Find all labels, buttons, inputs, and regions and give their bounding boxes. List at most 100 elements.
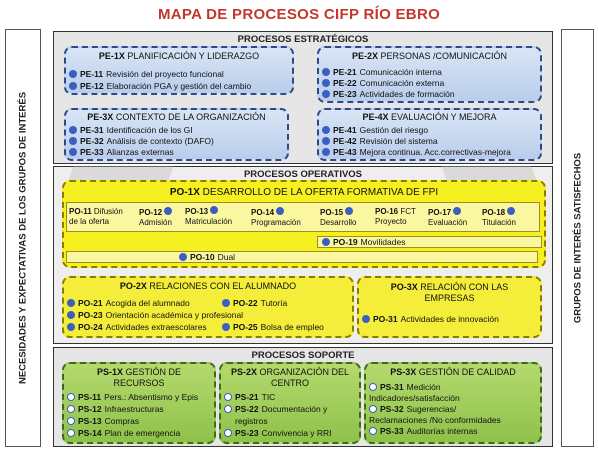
process-icon: [222, 299, 230, 307]
section-title: PROCESOS SOPORTE: [251, 350, 355, 361]
process-icon: [224, 405, 232, 413]
process-item-continued: registros: [235, 416, 268, 426]
process-icon: [322, 238, 330, 246]
section-title: PROCESOS OPERATIVOS: [243, 169, 363, 180]
process-icon: [69, 148, 77, 156]
process-icon: [69, 137, 77, 145]
process-icon: [69, 126, 77, 134]
right-side-panel: GRUPOS DE INTERÉS SATISFECHOS: [561, 29, 594, 447]
process-icon: [222, 323, 230, 331]
process-header: PO-1X DESARROLLO DE LA OFERTA FORMATIVA …: [169, 187, 439, 198]
process-item-continued: Reclamaciones /No conformidades: [369, 415, 501, 425]
page-title: MAPA DE PROCESOS CIFP RÍO EBRO: [157, 6, 441, 23]
process-icon: [322, 68, 330, 76]
process-icon: [322, 148, 330, 156]
process-icon: [67, 323, 75, 331]
steps-bar: [66, 202, 540, 232]
process-icon: [369, 427, 377, 435]
left-side-panel: NECESIDADES Y EXPECTATIVAS DE LOS GRUPOS…: [5, 29, 41, 447]
process-icon: [224, 429, 232, 437]
process-icon: [67, 429, 75, 437]
process-icon: [345, 207, 354, 215]
process-icon: [224, 393, 232, 401]
process-header: PO-2X RELACIONES CON EL ALUMNADO: [119, 281, 297, 291]
process-icon: [67, 417, 75, 425]
process-icon: [67, 311, 75, 319]
process-header: PE-3X CONTEXTO DE LA ORGANIZACIÓN: [87, 112, 266, 122]
step-po16[interactable]: PO-16 FCT Proyecto: [375, 207, 416, 226]
process-icon: [322, 126, 330, 134]
process-header: PE-2X PERSONAS /COMUNICACIÓN: [351, 51, 508, 61]
process-icon: [276, 207, 285, 215]
process-item-continued: Indicadores/satisfacción: [369, 393, 460, 403]
process-header: PE-1X PLANIFICACIÓN Y LIDERAZGO: [98, 51, 260, 61]
process-icon: [69, 70, 77, 78]
right-side-label: GRUPOS DE INTERÉS SATISFECHOS: [572, 152, 583, 324]
left-side-label: NECESIDADES Y EXPECTATIVAS DE LOS GRUPOS…: [17, 91, 29, 385]
process-icon: [322, 90, 330, 98]
process-icon: [179, 253, 187, 261]
process-icon: [210, 206, 219, 214]
process-icon: [67, 299, 75, 307]
process-icon: [322, 137, 330, 145]
process-icon: [67, 393, 75, 401]
step-po11[interactable]: PO-11 Difusión de la oferta: [69, 207, 123, 226]
section-title: PROCESOS ESTRATÉGICOS: [237, 34, 369, 45]
process-header: PE-4X EVALUACIÓN Y MEJORA: [362, 112, 497, 122]
process-icon: [362, 315, 370, 323]
process-icon: [369, 405, 377, 413]
process-icon: [67, 405, 75, 413]
process-header: PS-3X GESTIÓN DE CALIDAD: [390, 367, 516, 377]
process-icon: [369, 383, 377, 391]
